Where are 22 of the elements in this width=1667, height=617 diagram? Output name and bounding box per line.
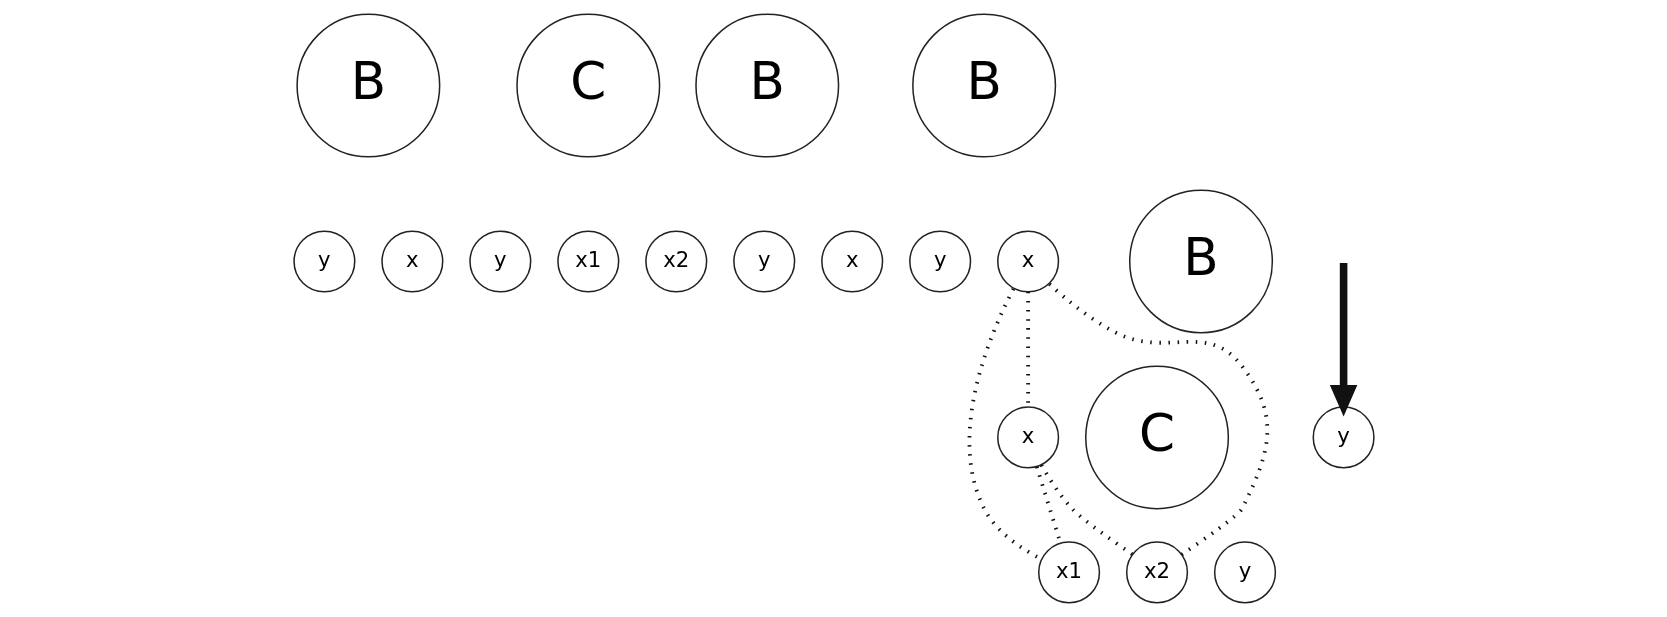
node-circle: x <box>380 230 443 293</box>
node-circle: C <box>515 13 660 158</box>
connector <box>1047 282 1269 557</box>
node-circle: y <box>1213 541 1276 604</box>
node-circle: x2 <box>1125 541 1188 604</box>
node-circle: B <box>295 13 440 158</box>
node-circle: B <box>911 13 1056 158</box>
node-circle: x1 <box>1037 541 1100 604</box>
node-circle: C <box>1084 365 1229 510</box>
node-circle: y <box>908 230 971 293</box>
node-circle: x <box>820 230 883 293</box>
node-circle: B <box>1128 189 1273 334</box>
node-circle: x1 <box>556 230 619 293</box>
node-circle: x <box>996 406 1059 469</box>
node-circle: y <box>732 230 795 293</box>
node-circle: x2 <box>644 230 707 293</box>
node-circle: y <box>1312 406 1375 469</box>
node-circle: y <box>292 230 355 293</box>
node-circle: B <box>694 13 839 158</box>
node-circle: x <box>996 230 1059 293</box>
node-circle: y <box>468 230 531 293</box>
connector <box>1039 464 1133 556</box>
